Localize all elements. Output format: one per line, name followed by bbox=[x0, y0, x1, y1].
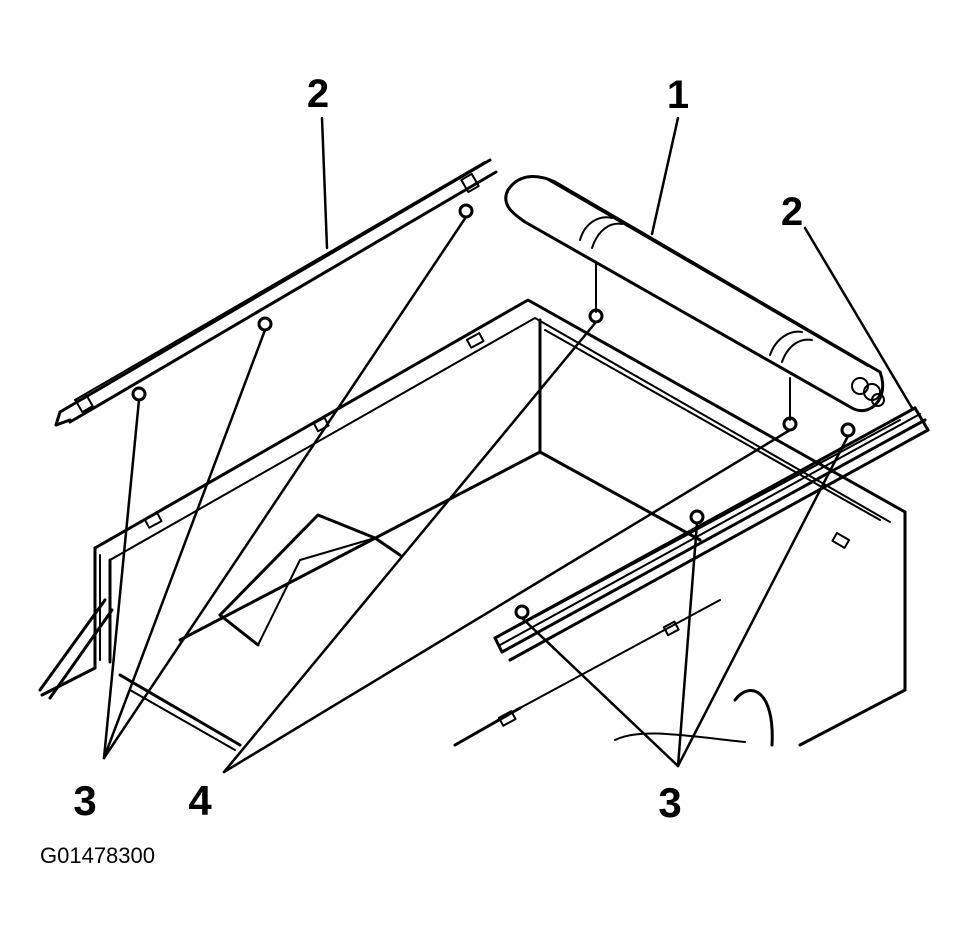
rail-fastener bbox=[131, 386, 147, 402]
rail-fastener bbox=[257, 316, 273, 332]
callout-4: 4 bbox=[188, 777, 212, 824]
right-side-rail bbox=[493, 406, 930, 662]
callout-3-left: 3 bbox=[73, 777, 96, 824]
rail-fastener bbox=[689, 509, 705, 525]
truck-bed bbox=[38, 298, 907, 751]
rolled-tonneau-cover bbox=[504, 175, 885, 421]
figure-id: G01478300 bbox=[40, 843, 155, 868]
callout-2-left: 2 bbox=[307, 72, 329, 116]
callout-2-right: 2 bbox=[781, 190, 803, 234]
callout-3-right: 3 bbox=[658, 779, 681, 826]
leader-lines bbox=[102, 116, 914, 774]
rail-fastener bbox=[458, 203, 474, 219]
callout-1: 1 bbox=[667, 73, 689, 117]
rail-fastener bbox=[840, 422, 856, 438]
left-side-rail bbox=[54, 158, 498, 427]
rail-fastener bbox=[514, 604, 530, 620]
fasteners bbox=[131, 203, 856, 620]
